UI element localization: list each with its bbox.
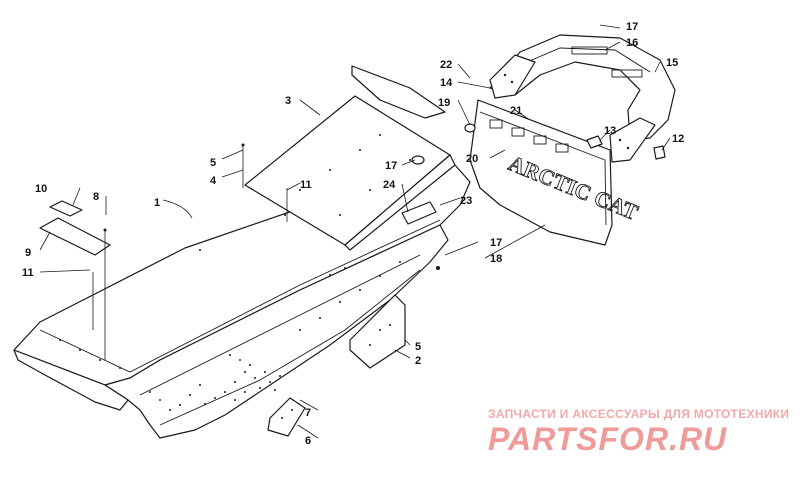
tunnel-crease-line: [39, 219, 441, 373]
snow-flap-assembly: ARCTIC CAT: [469, 99, 642, 246]
callout-17-middle: 17: [385, 160, 397, 172]
bracket-pad: [49, 200, 83, 217]
callout-11-left: 11: [22, 267, 34, 279]
lower-brackets: [267, 294, 406, 437]
rear-bumper-assembly: [489, 34, 676, 163]
callout-9: 9: [25, 247, 31, 259]
callout-8: 8: [93, 191, 99, 203]
seat-base-plate: [244, 95, 456, 251]
bumper-end-cap-left: [489, 54, 536, 99]
tunnel-perforations: [59, 214, 401, 411]
callout-22: 22: [440, 59, 452, 71]
callout-5-upper: 5: [210, 157, 216, 169]
callout-13: 13: [604, 125, 616, 137]
bracket-plate: [39, 217, 111, 256]
callout-5-lower: 5: [415, 341, 421, 353]
callout-21: 21: [510, 105, 522, 117]
watermark-brand: PARTSFOR.RU: [488, 421, 727, 457]
leader-lines: [39, 24, 671, 439]
seat-base-side: [344, 154, 456, 251]
fastener-lines: [92, 143, 288, 360]
callout-24: 24: [383, 179, 396, 191]
callout-14: 14: [440, 77, 453, 89]
callout-1: 1: [154, 197, 160, 209]
plate-6: [267, 397, 306, 437]
side-bracket: [39, 200, 111, 256]
callout-16: 16: [626, 37, 638, 49]
callout-labels: 1 2 3 4 5 5 6 7 8 9 10 11 11 12 13 14 15…: [22, 21, 684, 447]
callout-17-bottom: 17: [490, 237, 502, 249]
callout-4: 4: [210, 175, 217, 187]
callout-6: 6: [305, 435, 311, 447]
watermark: ЗАПЧАСТИ И АКСЕССУАРЫ ДЛЯ МОТОТЕХНИКИ PA…: [488, 407, 789, 457]
watermark-tagline: ЗАПЧАСТИ И АКСЕССУАРЫ ДЛЯ МОТОТЕХНИКИ: [488, 407, 789, 421]
bracket-2: [349, 294, 406, 369]
clip-13: [586, 135, 603, 149]
decal-and-hardware: [351, 65, 476, 270]
callout-20: 20: [466, 153, 478, 165]
callout-18: 18: [490, 253, 502, 265]
callout-2: 2: [415, 355, 421, 367]
tunnel-side-panel: [104, 224, 449, 439]
callout-19: 19: [438, 97, 450, 109]
bumper-end-cap-right: [609, 117, 656, 163]
nut-19: [464, 123, 476, 133]
reflector-24: [401, 201, 437, 225]
tunnel-rear-lip: [13, 349, 129, 411]
tunnel-side-lower-edge: [159, 269, 421, 426]
callout-15: 15: [666, 57, 678, 69]
callout-23: 23: [460, 195, 472, 207]
callout-11-right: 11: [300, 179, 312, 191]
tunnel-side-crease: [139, 254, 421, 396]
washer-17: [411, 155, 425, 165]
callout-17-top: 17: [626, 21, 638, 33]
decal-22: [351, 65, 446, 119]
callout-7: 7: [305, 407, 311, 419]
callout-12: 12: [672, 133, 684, 145]
snow-flap: [469, 99, 613, 246]
callout-3: 3: [285, 95, 291, 107]
callout-10: 10: [35, 183, 47, 195]
